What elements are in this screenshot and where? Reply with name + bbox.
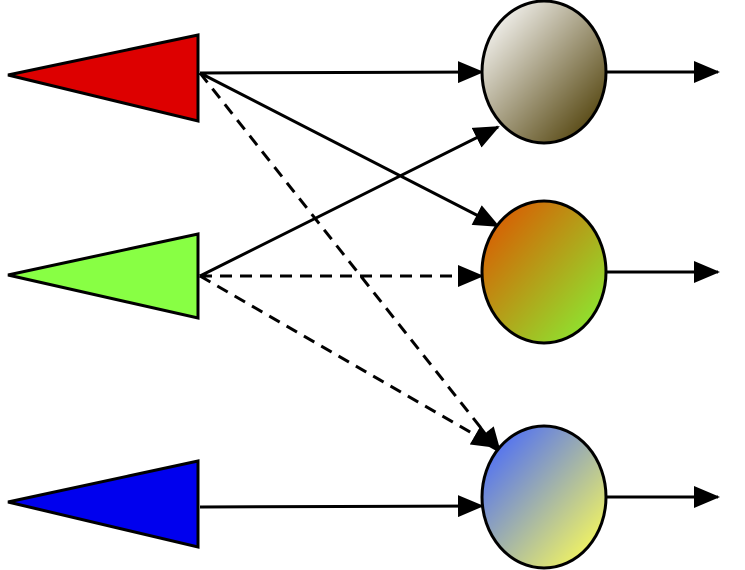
connection-in-blue-to-out-3-solid <box>199 495 484 518</box>
connection-group <box>198 61 720 518</box>
input-node-group <box>7 33 200 549</box>
connection-in-green-to-out-3-dashed <box>199 274 498 449</box>
input-triangle-red <box>7 33 200 123</box>
output-node-1 <box>480 0 608 145</box>
output-node-3 <box>480 424 608 570</box>
output-node-2 <box>480 199 608 345</box>
connection-in-red-to-out-2-solid <box>199 71 500 228</box>
input-triangle-blue <box>7 459 200 549</box>
input-triangle-green <box>7 232 200 320</box>
connection-in-green-to-out-1-solid <box>199 125 500 278</box>
output-node-group <box>480 0 608 570</box>
connection-in-red-to-out-1-solid <box>199 61 484 84</box>
connection-in-red-to-out-3-dashed <box>198 72 502 454</box>
